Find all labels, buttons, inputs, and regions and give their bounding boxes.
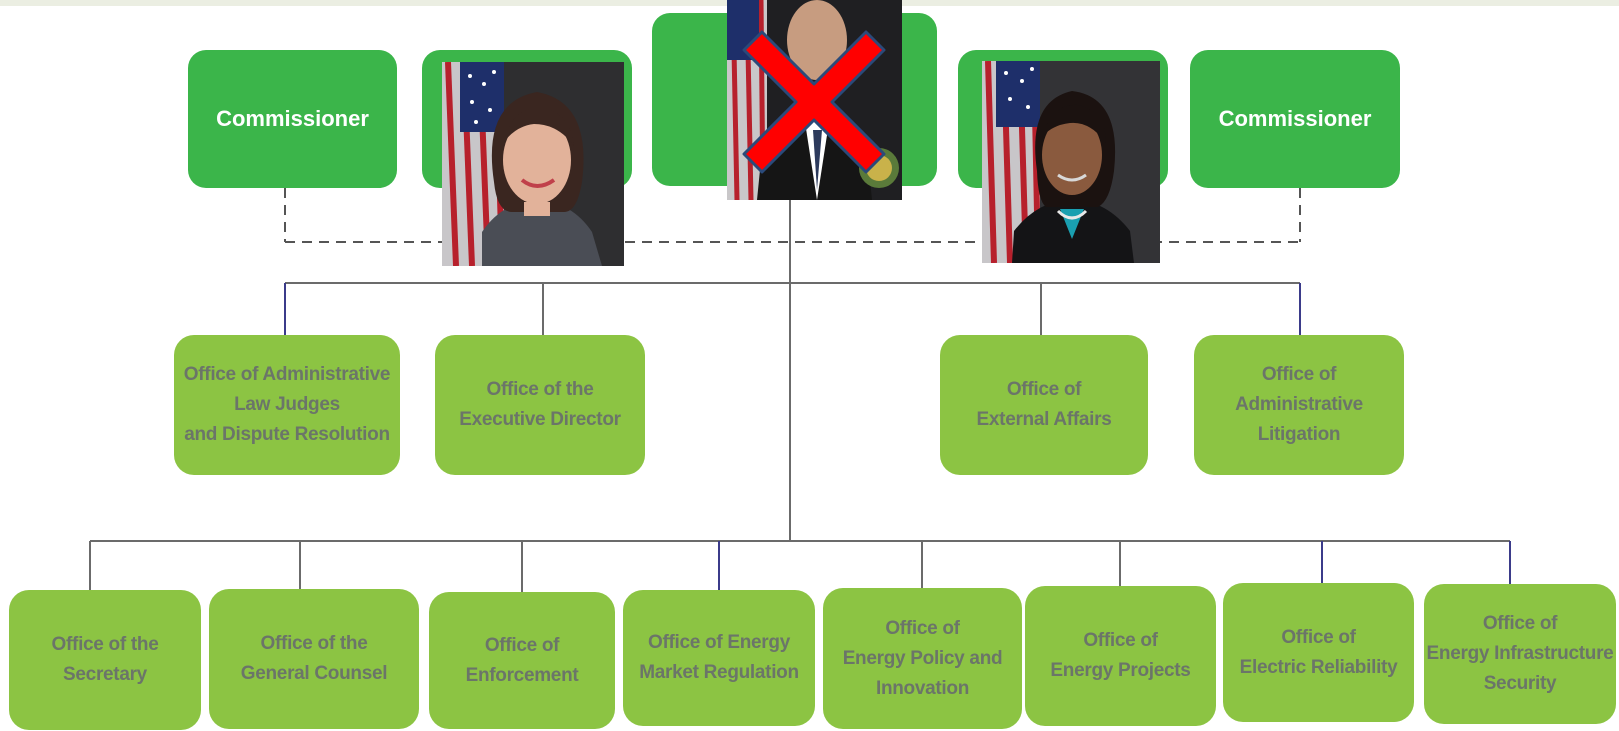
office-label: Office of Energy Policy and Innovation <box>842 617 1003 699</box>
office-label: Office of the Executive Director <box>459 379 621 430</box>
office-label: Office of the Secretary <box>51 634 159 685</box>
commissioner-label: Commissioner <box>216 106 369 131</box>
office-label: Office of the General Counsel <box>240 633 388 684</box>
office-label: Office of Energy Infrastructure Security <box>1426 613 1614 694</box>
office-label: Office of Administrative Litigation <box>1235 364 1363 445</box>
commissioner-label: Commissioner <box>1218 106 1372 131</box>
office-enforcement: Office of Enforcement <box>429 592 615 729</box>
office-executive-director: Office of the Executive Director <box>435 335 645 475</box>
commissioner-box-left: Commissioner <box>188 50 397 188</box>
office-admin-law-judges: Office of Administrative Law Judges and … <box>174 335 400 475</box>
office-administrative-litigation: Office of Administrative Litigation <box>1194 335 1404 475</box>
office-energy-policy-innovation: Office of Energy Policy and Innovation <box>823 588 1022 729</box>
dashed-commissioner-connector <box>284 188 1301 243</box>
office-energy-market-regulation: Office of Energy Market Regulation <box>623 590 815 726</box>
solid-hierarchy-connector <box>89 200 1511 592</box>
commissioner-box-right: Commissioner <box>1190 50 1400 188</box>
office-label: Office of External Affairs <box>976 379 1112 430</box>
office-external-affairs: Office of External Affairs <box>940 335 1148 475</box>
office-secretary: Office of the Secretary <box>9 590 201 730</box>
office-label: Office of Energy Market Regulation <box>639 632 799 683</box>
office-label: Office of Energy Projects <box>1050 630 1191 681</box>
red-x-icon <box>742 30 886 174</box>
office-label: Office of Electric Reliability <box>1239 626 1398 678</box>
office-label: Office of Enforcement <box>465 634 579 686</box>
commissioner-portrait-left <box>442 62 624 266</box>
office-electric-reliability: Office of Electric Reliability <box>1223 583 1414 722</box>
commissioner-portrait-right <box>982 61 1160 263</box>
office-general-counsel: Office of the General Counsel <box>209 589 419 729</box>
office-label: Office of Administrative Law Judges and … <box>183 364 391 445</box>
office-energy-projects: Office of Energy Projects <box>1025 586 1216 726</box>
office-energy-infrastructure-security: Office of Energy Infrastructure Security <box>1424 584 1616 724</box>
